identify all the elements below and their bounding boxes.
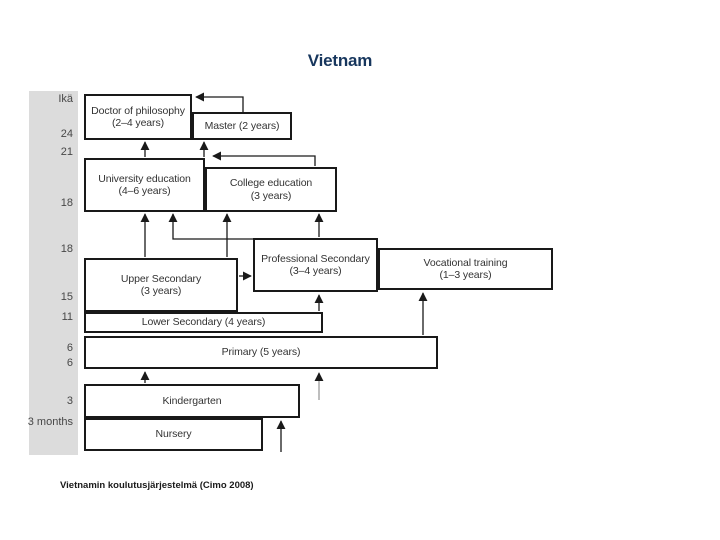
box-upper-secondary: Upper Secondary (3 years) <box>84 258 238 312</box>
arrow-prof-sec-to-university <box>168 213 253 240</box>
box-sublabel: (3 years) <box>140 285 182 297</box>
box-doctor-of-philosophy: Doctor of philosophy (2–4 years) <box>84 94 192 140</box>
box-university-education: University education (4–6 years) <box>84 158 205 212</box>
box-sublabel: (1–3 years) <box>439 269 492 281</box>
box-sublabel: (3–4 years) <box>289 265 342 277</box>
age-tick-21: 21 <box>60 146 73 158</box>
box-label: Nursery <box>155 428 192 441</box>
box-sublabel: (3 years) <box>250 189 292 202</box>
figure-caption: Vietnamin koulutusjärjestelmä (Cimo 2008… <box>60 480 254 491</box>
box-label: Lower Secondary (4 years) <box>141 316 266 329</box>
age-tick-6b: 6 <box>66 357 73 369</box>
arrow-college-to-university <box>212 151 316 166</box>
box-label: College education <box>229 177 313 189</box>
box-vocational-training: Vocational training (1–3 years) <box>378 248 553 290</box>
age-tick-11: 11 <box>61 311 73 323</box>
age-tick-3: 3 <box>66 395 73 407</box>
box-master: Master (2 years) <box>192 112 292 140</box>
age-tick-15: 15 <box>60 291 73 303</box>
box-college-education: College education (3 years) <box>205 167 337 212</box>
box-label: Kindergarten <box>162 394 222 407</box>
box-label: Upper Secondary <box>120 272 202 285</box>
box-label: Master (2 years) <box>204 119 280 132</box>
box-kindergarten: Kindergarten <box>84 384 300 418</box>
age-tick-6a: 6 <box>66 342 73 354</box>
age-tick-18a: 18 <box>60 197 73 209</box>
box-label: University education <box>98 172 191 185</box>
age-tick-18b: 18 <box>60 243 73 255</box>
box-label: Doctor of philosophy <box>91 104 185 117</box>
box-sublabel: (2–4 years) <box>111 117 164 129</box>
age-axis-header: Ikä <box>58 93 73 105</box>
box-professional-secondary: Professional Secondary (3–4 years) <box>253 238 378 292</box>
box-primary: Primary (5 years) <box>84 336 438 369</box>
box-label: Professional Secondary <box>261 252 370 265</box>
box-label: Primary (5 years) <box>221 346 301 359</box>
arrow-master-to-doctor <box>195 92 244 112</box>
box-lower-secondary: Lower Secondary (4 years) <box>84 312 323 333</box>
age-axis-band <box>29 91 78 455</box>
box-label: Vocational training <box>423 256 508 269</box>
box-sublabel: (4–6 years) <box>118 185 171 197</box>
box-nursery: Nursery <box>84 418 263 451</box>
slide-title: Vietnam <box>307 51 373 70</box>
age-tick-3-months: 3 months <box>27 416 73 428</box>
age-tick-24: 24 <box>60 128 73 140</box>
